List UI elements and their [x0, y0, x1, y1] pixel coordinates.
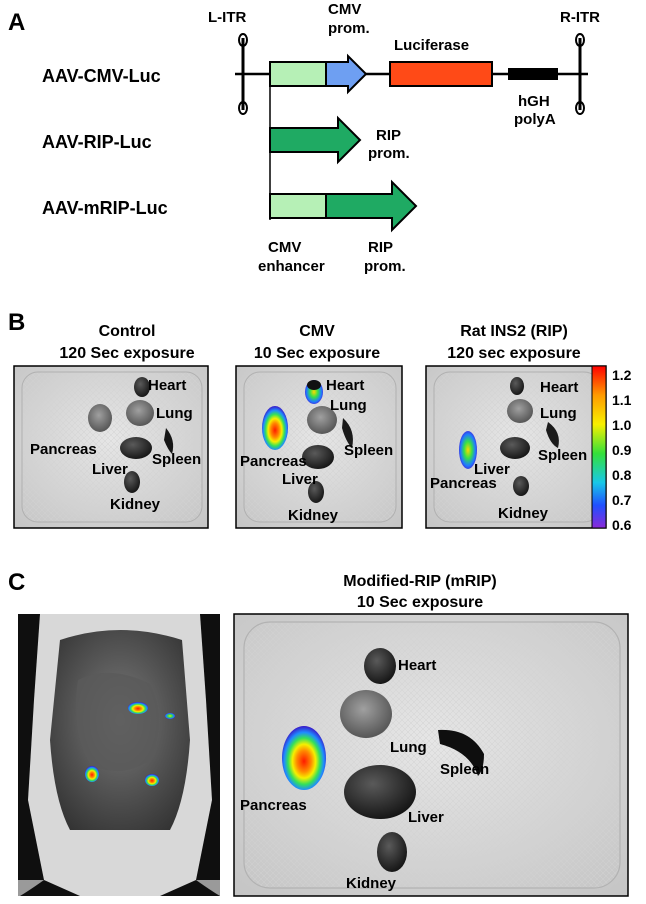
control-label-pancreas: Pancreas: [30, 441, 97, 458]
cmv-label-lung: Lung: [330, 397, 367, 414]
cmv-image: [235, 365, 403, 529]
mrip-title-line1: Modified-RIP (mRIP): [343, 573, 496, 590]
hgh-polya-label-line2: polyA: [514, 111, 556, 128]
mrip-label-liver: Liver: [408, 809, 444, 826]
cmv-promoter-arrow: [325, 53, 368, 95]
mrip-rip-promoter-arrow: [325, 179, 418, 233]
rip-image: [425, 365, 607, 529]
mrip-organ-image: [233, 613, 629, 897]
rip-label-liver: Liver: [474, 461, 510, 478]
rip-kidney: [513, 476, 529, 496]
control-label-heart: Heart: [148, 377, 186, 394]
luciferase-label: Luciferase: [394, 37, 469, 54]
rip-lung: [507, 399, 533, 423]
construct-label-rip: AAV-RIP-Luc: [42, 132, 152, 152]
mrip-cmv-enhancer-box: [269, 193, 327, 219]
control-heart: [134, 377, 150, 397]
rip-label-pancreas: Pancreas: [430, 475, 497, 492]
control-image: [13, 365, 209, 529]
cmv-prom-label-line1: CMV: [328, 1, 361, 18]
rip-label-spleen: Spleen: [538, 447, 587, 464]
panel-letter-c: C: [8, 569, 25, 596]
rip-promoter-arrow: [269, 115, 362, 165]
rip-label-kidney: Kidney: [498, 505, 549, 522]
mouse-pancreas-signal: [128, 702, 148, 714]
cmv-title-line1: CMV: [299, 323, 335, 340]
scale-tick-6: 0.7: [612, 492, 632, 508]
rip-liver: [500, 437, 530, 459]
mouse-image: [18, 614, 220, 896]
l-itr-label: L-ITR: [208, 9, 246, 26]
rip-title-line1: Rat INS2 (RIP): [460, 323, 568, 340]
cmv-label-kidney: Kidney: [288, 507, 339, 524]
control-liver: [120, 437, 152, 459]
mrip-label-kidney: Kidney: [346, 875, 397, 892]
rip-label-lung: Lung: [540, 405, 577, 422]
cmv-kidney: [308, 481, 324, 503]
luciferase-box: [389, 61, 493, 87]
construct-label-cmv: AAV-CMV-Luc: [42, 66, 161, 86]
mrip-title-line2: 10 Sec exposure: [357, 594, 483, 611]
control-pancreas: [88, 404, 112, 432]
mrip-lung: [340, 690, 392, 738]
cmv-label-heart: Heart: [326, 377, 364, 394]
panel-letter-a: A: [8, 9, 25, 36]
scale-tick-5: 0.8: [612, 467, 632, 483]
mrip-spleen: [438, 729, 484, 776]
cmv-lung: [307, 406, 337, 434]
mrip-liver: [344, 765, 416, 819]
cmv-enhancer-label-line1: CMV: [268, 239, 301, 256]
r-itr-label: R-ITR: [560, 9, 600, 26]
mrip-heart: [364, 648, 396, 684]
rip-title-line2: 120 sec exposure: [447, 345, 581, 362]
construct-label-mrip: AAV-mRIP-Luc: [42, 198, 168, 218]
hgh-polya-label-line1: hGH: [518, 93, 550, 110]
cmv-label-liver: Liver: [282, 471, 318, 488]
mrip-label-lung: Lung: [390, 739, 427, 756]
rip-prom-label-line1: RIP: [376, 127, 401, 144]
scale-tick-2: 1.1: [612, 392, 632, 408]
rip-prom2-label-line1: RIP: [368, 239, 393, 256]
control-lung: [126, 400, 154, 426]
rip-label-heart: Heart: [540, 379, 578, 396]
hgh-polya-box: [508, 68, 558, 80]
rip-prom2-label-line2: prom.: [364, 258, 406, 275]
mrip-label-heart: Heart: [398, 657, 436, 674]
mrip-pancreas: [282, 726, 326, 790]
scale-tick-7: 0.6: [612, 517, 632, 533]
cmv-label-pancreas: Pancreas: [240, 453, 307, 470]
panel-letter-b: B: [8, 309, 25, 336]
cmv-spleen: [342, 418, 353, 448]
cmv-pancreas: [262, 406, 288, 450]
mrip-kidney: [377, 832, 407, 872]
cmv-prom-label-line2: prom.: [328, 20, 370, 37]
control-label-spleen: Spleen: [152, 451, 201, 468]
scale-tick-3: 1.0: [612, 417, 632, 433]
scale-tick-4: 0.9: [612, 442, 632, 458]
cmv-liver: [302, 445, 334, 469]
color-scale-bar: [591, 365, 607, 529]
rip-spleen: [546, 422, 559, 448]
cmv-title-line2: 10 Sec exposure: [254, 345, 380, 362]
control-title-line2: 120 Sec exposure: [59, 345, 194, 362]
cmv-enhancer-label-line2: enhancer: [258, 258, 325, 275]
rip-prom-label-line2: prom.: [368, 145, 410, 162]
control-label-kidney: Kidney: [110, 496, 161, 513]
mrip-label-pancreas: Pancreas: [240, 797, 307, 814]
mrip-label-spleen: Spleen: [440, 761, 489, 778]
cmv-enhancer-box: [269, 61, 327, 87]
control-kidney: [124, 471, 140, 493]
control-title-line1: Control: [99, 323, 156, 340]
control-label-lung: Lung: [156, 405, 193, 422]
rip-pancreas: [459, 431, 477, 469]
control-label-liver: Liver: [92, 461, 128, 478]
cmv-label-spleen: Spleen: [344, 442, 393, 459]
scale-tick-1: 1.2: [612, 367, 632, 383]
rip-heart: [510, 377, 524, 395]
control-spleen: [164, 428, 174, 454]
